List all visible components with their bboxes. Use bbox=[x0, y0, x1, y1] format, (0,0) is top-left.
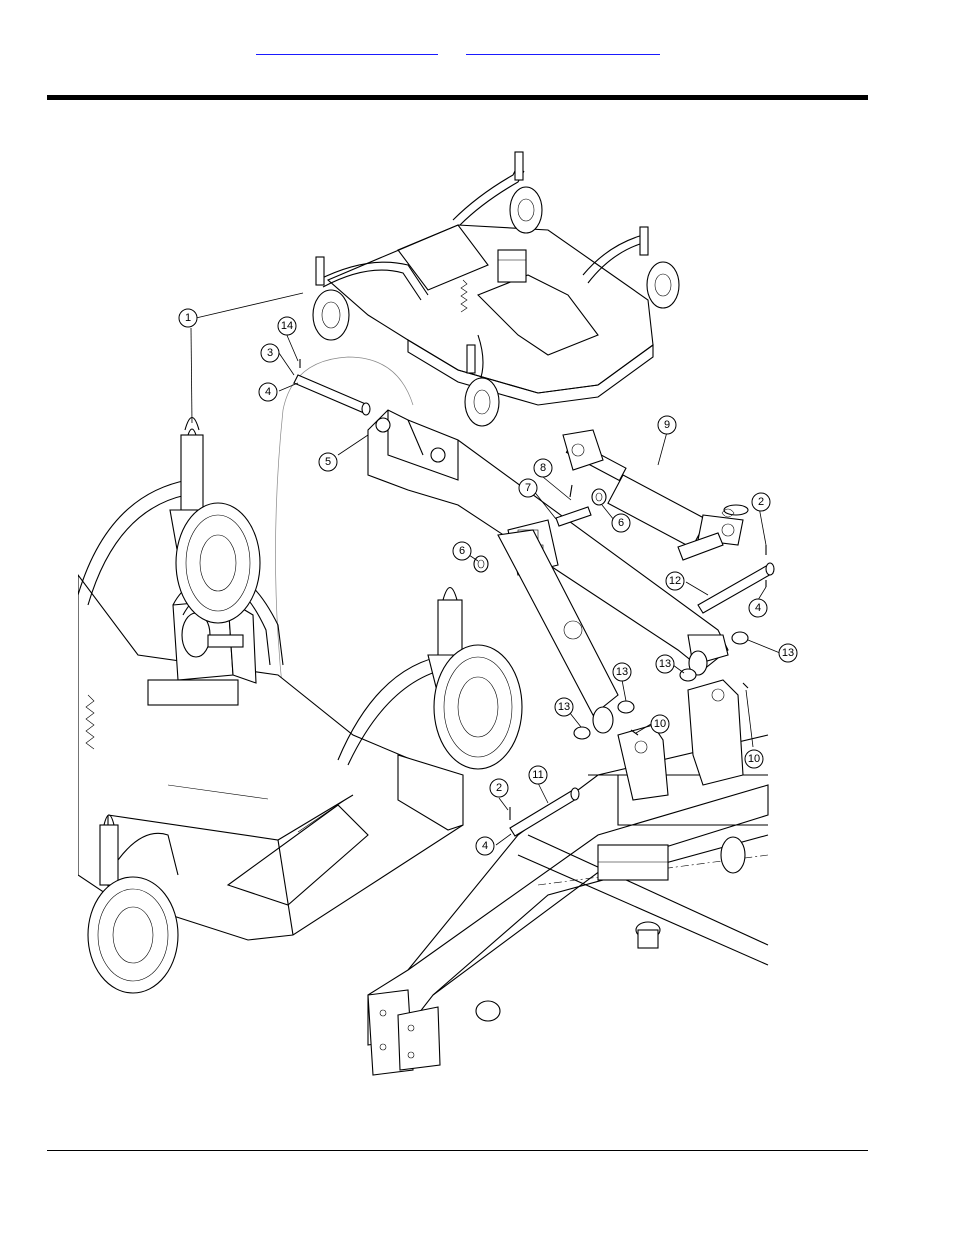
svg-text:12: 12 bbox=[669, 575, 681, 587]
callout-14: 14 bbox=[278, 317, 296, 335]
svg-text:6: 6 bbox=[459, 545, 465, 557]
callout-13: 13 bbox=[656, 655, 674, 673]
svg-text:7: 7 bbox=[525, 482, 531, 494]
svg-text:13: 13 bbox=[782, 647, 794, 659]
svg-text:13: 13 bbox=[616, 666, 628, 678]
svg-text:9: 9 bbox=[664, 419, 670, 431]
nav-link-previous[interactable] bbox=[256, 38, 438, 55]
callout-6: 6 bbox=[453, 542, 471, 560]
callout-10: 10 bbox=[651, 715, 669, 733]
callout-6: 6 bbox=[612, 514, 630, 532]
callout-7: 7 bbox=[519, 479, 537, 497]
header-rule bbox=[47, 95, 868, 100]
callout-4: 4 bbox=[749, 599, 767, 617]
footer-rule bbox=[47, 1150, 868, 1151]
svg-text:5: 5 bbox=[325, 456, 331, 468]
svg-text:13: 13 bbox=[659, 658, 671, 670]
svg-text:2: 2 bbox=[496, 782, 502, 794]
lift-arm bbox=[368, 410, 728, 733]
svg-text:10: 10 bbox=[748, 753, 760, 765]
callout-10: 10 bbox=[745, 750, 763, 768]
hitch-frame bbox=[368, 680, 768, 1075]
callout-13: 13 bbox=[779, 644, 797, 662]
callout-3: 3 bbox=[261, 344, 279, 362]
callout-8: 8 bbox=[534, 459, 552, 477]
callout-2: 2 bbox=[490, 779, 508, 797]
svg-text:6: 6 bbox=[618, 517, 624, 529]
callout-13: 13 bbox=[555, 698, 573, 716]
callout-1: 1 bbox=[179, 309, 197, 327]
callout-12: 12 bbox=[666, 572, 684, 590]
svg-text:14: 14 bbox=[281, 320, 293, 332]
callout-4: 4 bbox=[476, 837, 494, 855]
callout-2: 2 bbox=[752, 493, 770, 511]
callout-5: 5 bbox=[319, 453, 337, 471]
svg-text:8: 8 bbox=[540, 462, 546, 474]
callout-9: 9 bbox=[658, 416, 676, 434]
svg-text:4: 4 bbox=[482, 840, 488, 852]
callout-11: 11 bbox=[529, 766, 547, 784]
svg-text:4: 4 bbox=[265, 386, 271, 398]
callout-4: 4 bbox=[259, 383, 277, 401]
svg-text:3: 3 bbox=[267, 347, 273, 359]
svg-text:11: 11 bbox=[532, 769, 543, 781]
svg-text:2: 2 bbox=[758, 496, 764, 508]
callout-13: 13 bbox=[613, 663, 631, 681]
svg-text:13: 13 bbox=[558, 701, 570, 713]
nav-link-next[interactable] bbox=[466, 38, 660, 55]
svg-text:4: 4 bbox=[755, 602, 761, 614]
mower-overview bbox=[313, 152, 679, 426]
svg-text:1: 1 bbox=[185, 312, 191, 324]
parts-diagram: 1 14 3 4 5 9 8 7 6 2 6 12 4 13 13 13 13 … bbox=[78, 135, 808, 1080]
svg-text:10: 10 bbox=[654, 718, 666, 730]
